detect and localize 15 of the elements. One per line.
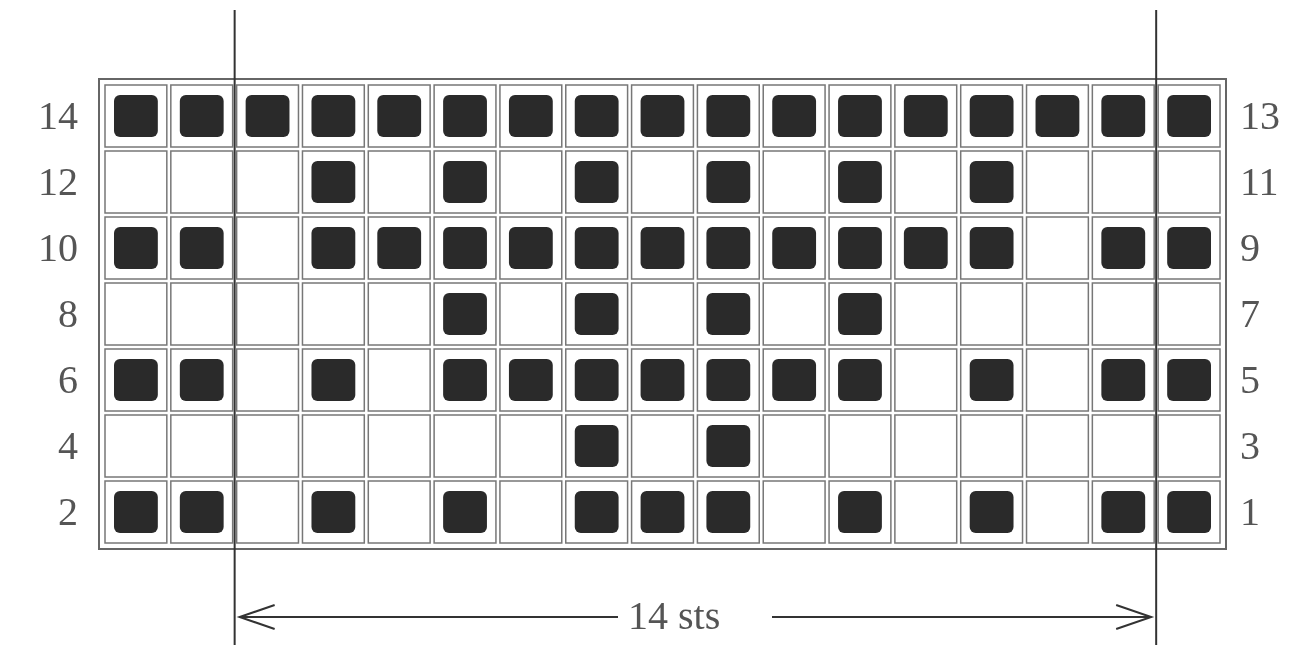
row-number: 6	[58, 358, 78, 402]
row-number: 9	[1240, 226, 1260, 270]
dimension-label: 14 sts	[628, 594, 721, 638]
row-number: 11	[1240, 160, 1279, 204]
row-number: 10	[38, 226, 78, 270]
row-number: 12	[38, 160, 78, 204]
row-number: 2	[58, 490, 78, 534]
row-number: 3	[1240, 424, 1260, 468]
row-number: 4	[58, 424, 78, 468]
row-number: 5	[1240, 358, 1260, 402]
row-number: 8	[58, 292, 78, 336]
row-number: 7	[1240, 292, 1260, 336]
row-number: 1	[1240, 490, 1260, 534]
row-number: 14	[38, 94, 78, 138]
row-number: 13	[1240, 94, 1280, 138]
